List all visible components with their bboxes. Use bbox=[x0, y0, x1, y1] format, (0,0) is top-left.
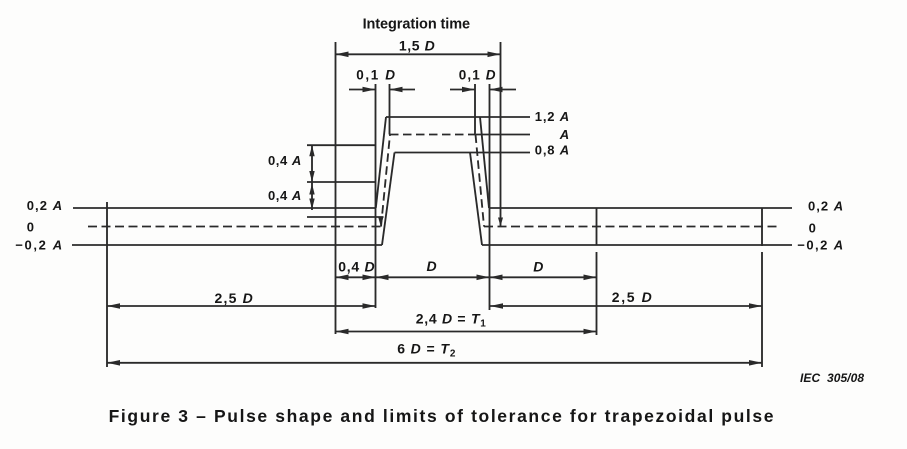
svg-text:A: A bbox=[559, 127, 569, 142]
svg-text:0,4 A: 0,4 A bbox=[268, 153, 301, 168]
svg-text:2,5 D: 2,5 D bbox=[612, 289, 652, 305]
svg-text:D: D bbox=[533, 259, 543, 275]
svg-text:6 D = T2: 6 D = T2 bbox=[397, 341, 456, 360]
svg-text:0,4 D: 0,4 D bbox=[338, 259, 374, 275]
svg-text:0,8 A: 0,8 A bbox=[535, 142, 569, 157]
svg-text:0,1 D: 0,1 D bbox=[459, 68, 496, 83]
svg-text:2,4 D = T1: 2,4 D = T1 bbox=[416, 311, 487, 330]
svg-text:1,2 A: 1,2 A bbox=[535, 109, 569, 124]
svg-text:0,1 D: 0,1 D bbox=[356, 68, 395, 83]
svg-text:0: 0 bbox=[809, 221, 816, 236]
svg-text:0: 0 bbox=[27, 219, 34, 234]
svg-text:−0,2 A: −0,2 A bbox=[797, 237, 843, 252]
svg-text:D: D bbox=[427, 258, 437, 274]
svg-text:Figure 3 – Pulse shape and lim: Figure 3 – Pulse shape and limits of tol… bbox=[109, 406, 774, 426]
svg-text:0,4 A: 0,4 A bbox=[268, 188, 301, 203]
svg-text:−0,2 A: −0,2 A bbox=[15, 237, 62, 252]
svg-text:1,5 D: 1,5 D bbox=[399, 38, 435, 54]
svg-text:2,5 D: 2,5 D bbox=[215, 290, 253, 306]
svg-text:0,2 A: 0,2 A bbox=[808, 199, 843, 214]
svg-text:Integration time: Integration time bbox=[363, 17, 471, 33]
svg-text:0,2 A: 0,2 A bbox=[27, 198, 62, 213]
svg-text:IEC 305/08: IEC 305/08 bbox=[800, 371, 864, 385]
